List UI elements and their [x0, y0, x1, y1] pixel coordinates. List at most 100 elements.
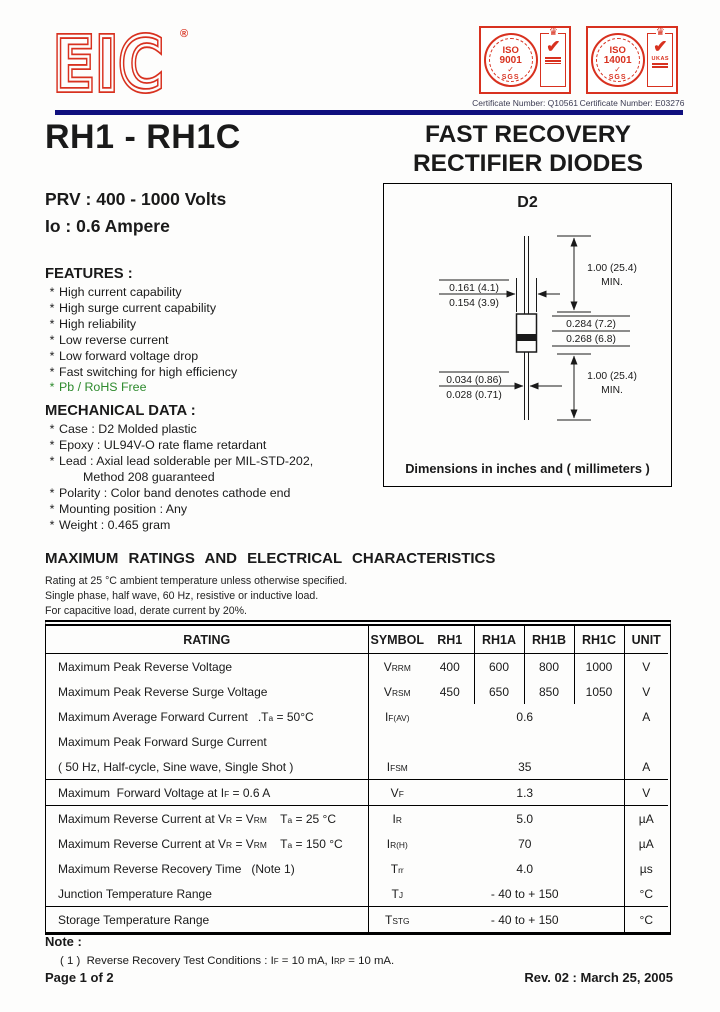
- features-section: FEATURES : *High current capability*High…: [45, 266, 381, 534]
- mechanical-text: Weight : 0.465 gram: [59, 517, 171, 532]
- mechanical-item: * Polarity : Color band denotes cathode e…: [45, 486, 381, 502]
- mechanical-item: *Lead : Axial lead solderable per MIL-ST…: [45, 454, 381, 470]
- ratings-heading: MAXIMUM RATINGS AND ELECTRICAL CHARACTER…: [45, 550, 496, 567]
- iso-label: ISO: [609, 45, 626, 56]
- symbol-cell: IF(AV): [384, 709, 410, 724]
- mechanical-list: *Case : D2 Molded plastic*Epoxy : UL94V-…: [45, 422, 381, 533]
- mechanical-item: *Epoxy : UL94V-O rate flame retardant: [45, 438, 381, 454]
- asterisk-bullet: *: [49, 332, 55, 347]
- iso-label: ISO: [502, 45, 519, 56]
- feature-item: *High current capability: [45, 285, 381, 301]
- feature-item: *Low forward voltage drop: [45, 349, 381, 365]
- note-text: ( 1 ) Reverse Recovery Test Conditions :…: [60, 955, 395, 967]
- key-specs: PRV : 400 - 1000 Volts Io : 0.6 Ampere: [45, 186, 226, 240]
- feature-item: *High reliability: [45, 317, 381, 333]
- rating-cell: Storage Temperature Range: [46, 906, 369, 932]
- symbol-cell: IFSM: [386, 759, 408, 774]
- unit-cell: °C: [623, 906, 668, 932]
- asterisk-bullet: *: [49, 300, 55, 315]
- table-row: Maximum Reverse Current at VR = VRM Ta =…: [46, 805, 668, 831]
- svg-text:EIC: EIC: [53, 24, 164, 104]
- crown-icon: ♛: [548, 27, 558, 38]
- symbol-cell: [368, 729, 426, 754]
- mechanical-text: Method 208 guaranteed: [83, 470, 215, 485]
- mechanical-heading: MECHANICAL DATA :: [45, 403, 196, 420]
- dim-lead-length-top: 1.00 (25.4): [587, 263, 637, 274]
- asterisk-bullet: *: [49, 380, 55, 395]
- col-header-rating: RATING: [46, 626, 369, 654]
- asterisk-bullet: *: [49, 501, 55, 516]
- rating-cell: Maximum Average Forward Current .Ta = 50…: [46, 704, 369, 729]
- rating-cell: Maximum Peak Reverse Surge Voltage: [46, 679, 369, 704]
- asterisk-bullet: *: [49, 364, 55, 379]
- feature-text: Low forward voltage drop: [59, 348, 199, 363]
- iso-14001-seal: ISO 14001 ✓ SGS: [590, 33, 645, 87]
- table-row: Maximum Reverse Current at VR = VRM Ta =…: [46, 831, 668, 856]
- rating-cell: Maximum Reverse Recovery Time (Note 1): [46, 856, 369, 881]
- asterisk-bullet: *: [49, 485, 55, 500]
- unit-cell: µs: [623, 856, 668, 881]
- eic-logo: EIC EIC: [50, 18, 200, 110]
- dim-body-length-max: 0.284 (7.2): [566, 319, 616, 330]
- accreditation-panel: ♛ ✔ UKAS: [647, 28, 674, 87]
- table-row: Maximum Average Forward Current .Ta = 50…: [46, 704, 668, 729]
- col-header-rh1: RH1: [426, 626, 475, 654]
- mechanical-item: *Case : D2 Molded plastic: [45, 422, 381, 438]
- note-heading: Note :: [45, 934, 82, 949]
- value-span-cell: 70: [518, 836, 532, 851]
- certificate-number: Certificate Number: Q10561: [472, 98, 578, 108]
- accreditation-panel: ♛ ✔: [540, 28, 567, 87]
- condition-line: Single phase, half wave, 60 Hz, resistiv…: [45, 589, 319, 602]
- symbol-cell: TJ: [391, 886, 404, 901]
- product-title-line2: RECTIFIER DIODES: [412, 150, 644, 177]
- sgs-label: SGS: [501, 74, 520, 81]
- symbol-cell: IR(H): [386, 836, 408, 851]
- product-title: FAST RECOVERY RECTIFIER DIODES: [383, 120, 673, 178]
- diagram-caption: Dimensions in inches and ( millimeters ): [405, 461, 650, 476]
- checkmark-icon: ✓: [614, 65, 621, 74]
- ukas-label: UKAS: [651, 56, 670, 62]
- value-cell: 600: [474, 653, 525, 679]
- feature-item: * Fast switching for high efficiency: [45, 365, 381, 381]
- iso-badges: ISO 9001 ✓ SGS ♛ ✔ Certificate Number: Q…: [472, 26, 684, 108]
- value-span-cell: 4.0: [516, 861, 534, 876]
- symbol-cell: VF: [368, 779, 426, 806]
- unit-cell: V: [623, 653, 668, 679]
- unit-cell: [623, 729, 668, 754]
- package-diagram: D2: [383, 183, 672, 487]
- seal-ring-decoration: [595, 38, 640, 82]
- feature-text: Low reverse current: [59, 332, 169, 347]
- value-span-cell: 35: [518, 759, 532, 774]
- value-span-cell: 5.0: [426, 805, 624, 831]
- dim-lead-diameter-min: 0.028 (0.71): [446, 390, 502, 401]
- feature-text: Fast switching for high efficiency: [59, 364, 238, 379]
- value-cell: 450: [426, 679, 475, 704]
- dim-body-diameter-max: 0.161 (4.1): [449, 283, 499, 294]
- symbol-cell: TSTG: [368, 906, 426, 932]
- dim-lead-length-top-min: MIN.: [601, 277, 623, 288]
- asterisk-bullet: *: [49, 438, 55, 453]
- footer-revision: Rev. 02 : March 25, 2005: [524, 970, 673, 985]
- value-span-cell: [426, 729, 624, 754]
- ratings-conditions: Rating at 25 °C ambient temperature unle…: [45, 574, 347, 618]
- footer-page-number: Page 1 of 2: [45, 970, 114, 985]
- dim-lead-length-bottom-min: MIN.: [601, 385, 623, 396]
- col-header-symbol: SYMBOL: [368, 626, 426, 654]
- dim-body-diameter-min: 0.154 (3.9): [449, 298, 499, 309]
- col-header-rh1b: RH1B: [524, 626, 575, 654]
- value-cell: 800: [524, 653, 575, 679]
- package-name: D2: [517, 194, 538, 211]
- dim-body-length-min: 0.268 (6.8): [566, 334, 616, 345]
- iso-number: 9001: [499, 55, 522, 66]
- ratings-table: RATING SYMBOL RH1 RH1A RH1B RH1C UNIT Ma…: [46, 626, 668, 932]
- mechanical-text: Polarity : Color band denotes cathode en…: [59, 485, 291, 500]
- table-row: Maximum Peak Forward Surge Current: [46, 729, 668, 754]
- asterisk-bullet: *: [49, 454, 55, 469]
- feature-text: Pb / RoHS Free: [59, 380, 147, 395]
- feature-text: High current capability: [59, 285, 182, 299]
- diode-outline-drawing: 0.161 (4.1) 0.154 (3.9) 1.00 (25.4) MIN.…: [439, 235, 637, 421]
- feature-item: *High surge current capability: [45, 301, 381, 317]
